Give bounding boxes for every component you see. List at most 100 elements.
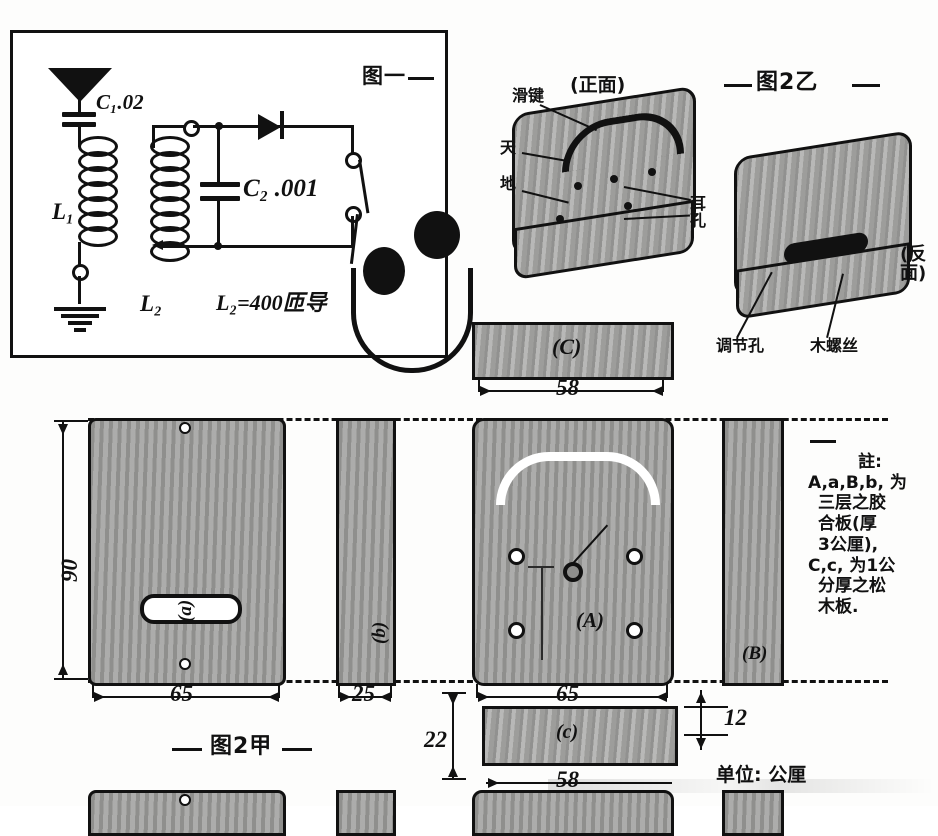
figure2b-title: 图2乙 (756, 70, 819, 95)
dim-58-top-tick-left (478, 378, 480, 392)
dim-22-tick-bottom (442, 778, 466, 780)
panel-A-hole-bl (508, 622, 525, 639)
panel-A-inner-dim (541, 566, 543, 660)
l2-top-lead (152, 128, 155, 148)
antenna-icon (48, 68, 112, 102)
note-line-7: 木板. (818, 597, 859, 618)
next-row-panel-3 (472, 790, 674, 836)
dim-58-bottom-value: 58 (556, 768, 579, 791)
note-line-0: 註: (858, 452, 882, 472)
panel-a-hole-bottom (179, 658, 191, 670)
dim-65-left-value: 65 (170, 681, 193, 706)
capacitor-c2-plate-bottom (200, 196, 240, 201)
figure2a-title-dash-right (282, 748, 312, 751)
note-line-3: 合板(厚 (818, 514, 877, 535)
figure2a-title: 图2甲 (210, 734, 273, 759)
earphone-headband (351, 268, 473, 373)
panel-a-label: (a) (175, 599, 196, 622)
l1-lead-down (78, 242, 81, 270)
figure2a-title-dash-left (172, 748, 202, 751)
dim-12-arrow-down (696, 738, 706, 749)
dim-65-main-arrow-right (656, 692, 667, 702)
dim-22-arrow-top (448, 694, 458, 705)
dim-58-top-arrow-right (652, 386, 663, 396)
dim-12-vline (700, 690, 702, 750)
dim-25-arrow-left (340, 692, 351, 702)
scanned-illustration-page: 图一 C₁.02 L₁ L₂ L₂=400匝导 C₂ .001 (10, 30, 934, 836)
panel-A-inner-dim-tick (528, 566, 554, 568)
dim-58-bottom-line (486, 782, 672, 784)
panel-b-label: (b) (369, 621, 390, 644)
hole-front-5 (624, 202, 632, 210)
dim-90-arrow-top (58, 424, 68, 435)
panel-a-hole-top (179, 422, 191, 434)
ground-lead (78, 276, 81, 304)
radio-box-front-view (500, 85, 700, 286)
dim-65-main-arrow-left (478, 692, 489, 702)
hole-front-3 (648, 168, 656, 176)
dim-90-tick-bottom (54, 678, 88, 680)
dim-65-main-line (476, 696, 668, 698)
ground-icon (54, 304, 106, 335)
panel-a-lower (88, 418, 286, 686)
dim-58-top-line (478, 390, 664, 392)
panel-A-curved-slot (496, 452, 660, 505)
front-view-label: (正面) (570, 74, 626, 96)
l2-tap-arrow-icon (152, 240, 163, 250)
dim-90-line (62, 420, 64, 678)
callout-wood-screw-label: 木螺丝 (810, 336, 859, 355)
callout-ground-label: 地 (500, 174, 517, 193)
next-row-panel-1-hole (179, 794, 191, 806)
note-line-4: 3公厘), (818, 534, 879, 555)
panel-A-label: (A) (576, 608, 604, 632)
note-top-dash (810, 440, 836, 443)
note-line-2: 三层之胶 (818, 493, 886, 514)
capacitor-c1-plate-bottom (62, 122, 96, 127)
right-rail-bottom (351, 216, 354, 248)
capacitor-c2-label: C₂ .001 (243, 175, 319, 202)
dim-25-tick-left (338, 684, 340, 698)
unit-note: 单位: 公厘 (716, 764, 807, 786)
hole-front-4 (556, 215, 564, 223)
c1-lead-down (78, 127, 81, 147)
dim-65-left-arrow-left (94, 692, 105, 702)
dim-65-main-tick-right (666, 684, 668, 698)
capacitor-c1-label: C₁.02 (96, 90, 144, 114)
dim-25-arrow-right (380, 692, 391, 702)
next-row-panel-2 (336, 790, 396, 836)
dim-12-arrow-up (696, 692, 706, 703)
back-view-label: (反面) (900, 244, 927, 284)
capacitor-c1-plate-top (62, 112, 96, 117)
panel-A-hole-tl (508, 548, 525, 565)
capacitor-c2-plate-top (200, 182, 240, 187)
bottom-rail (160, 245, 354, 248)
dim-25-value: 25 (352, 681, 375, 706)
figure1-title: 图一 (362, 64, 406, 88)
coil-l1-icon (78, 136, 118, 247)
dim-90-tick-top (54, 420, 88, 422)
dim-65-left-tick-right (278, 684, 280, 698)
dim-12-value: 12 (724, 705, 747, 730)
dim-65-left-arrow-right (268, 692, 279, 702)
dim-65-left-line (92, 696, 280, 698)
panel-c-bottom-label: (c) (556, 721, 579, 743)
panel-C-top-label: (C) (552, 334, 582, 359)
panel-A-center-hole (563, 562, 583, 582)
dim-90-arrow-bottom (58, 664, 68, 675)
coil-l1-label: L₁ (52, 199, 75, 224)
hole-front-2 (610, 175, 618, 183)
node-tank-top (183, 120, 200, 137)
next-row-panel-4 (722, 790, 784, 836)
callout-earhole-label: 耳孔 (690, 194, 707, 230)
dim-12-line-bottom (684, 734, 728, 736)
radio-box-back-view (726, 129, 916, 326)
scan-watermark (548, 779, 934, 793)
dim-58-top-tick-right (662, 378, 664, 392)
panel-B-label: (B) (742, 643, 768, 664)
figure2b-title-dash-left (724, 84, 752, 87)
dim-22-tick-top (442, 692, 466, 694)
panel-b-lower (336, 418, 396, 686)
dim-22-value: 22 (424, 727, 447, 752)
dim-22-vline (452, 692, 454, 780)
hole-front-1 (574, 182, 582, 190)
